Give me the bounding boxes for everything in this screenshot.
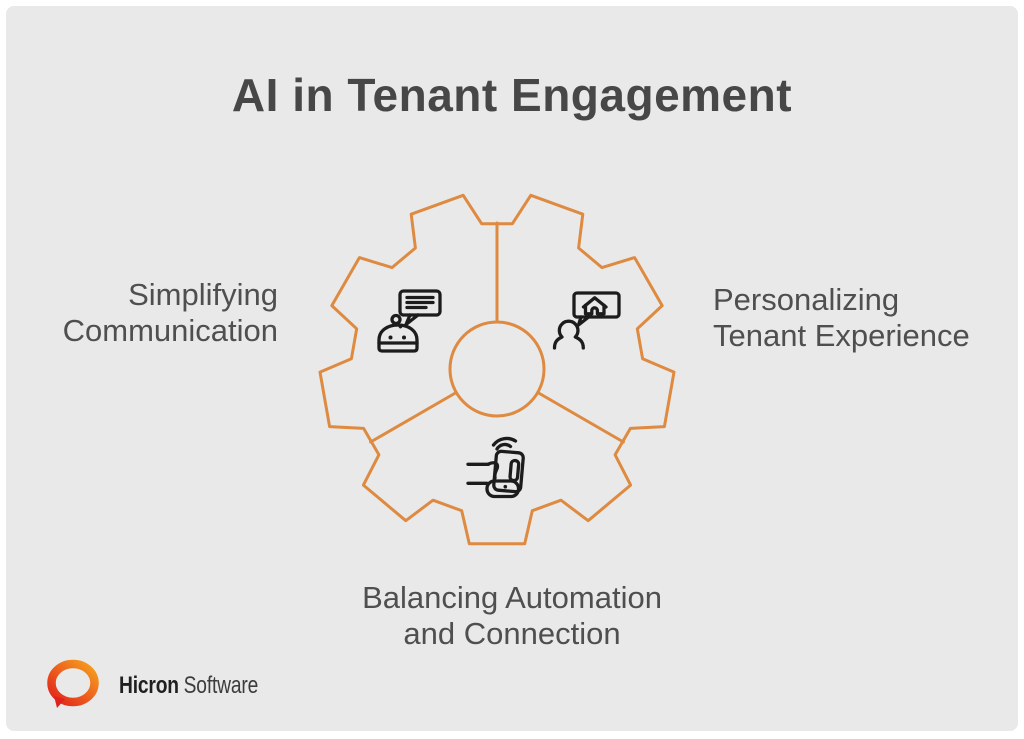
label-personalizing-tenant-experience: Personalizing Tenant Experience (713, 282, 970, 354)
robot-eye (402, 335, 406, 340)
label-line: Communication (62, 313, 278, 348)
divider-right (537, 391, 625, 444)
label-simplifying-communication: Simplifying Communication (63, 277, 278, 349)
brand-name-bold: Hicron (119, 671, 179, 699)
house-walls-door (583, 303, 606, 316)
home-bubble-tail (576, 315, 590, 327)
signal-arc-small (495, 442, 513, 451)
background-panel (6, 6, 1018, 731)
page-title: AI in Tenant Engagement (231, 69, 793, 121)
tenant-home-speech-icon (552, 291, 621, 350)
phone-alert-bar (508, 458, 521, 483)
hand-thumb (486, 461, 500, 480)
chat-bubble (398, 289, 442, 317)
brand-name-light: Software (183, 671, 259, 699)
hicron-speech-ring-logo-icon (47, 659, 99, 708)
hand-phone-signal-icon (466, 436, 525, 499)
gear-outline (318, 193, 676, 546)
chatbot-speech-icon (377, 289, 442, 353)
logo-tail (54, 696, 65, 708)
label-line: Simplifying (128, 277, 278, 312)
divider-left (369, 391, 457, 444)
label-balancing-automation-connection: Balancing Automation and Connection (0, 580, 1024, 652)
robot-head (377, 323, 419, 353)
gear-hub-circle (448, 320, 546, 418)
label-line: Personalizing (713, 282, 900, 317)
label-line: Tenant Experience (713, 318, 970, 353)
robot-eye (388, 335, 393, 340)
person-outline (552, 319, 585, 350)
home-bubble (572, 291, 621, 319)
hand-fingers (485, 479, 521, 499)
logo-ring (47, 659, 99, 707)
signal-arc-large (491, 436, 518, 447)
house-roof (581, 296, 608, 309)
phone-dot (503, 484, 508, 489)
label-line: Balancing Automation (362, 580, 662, 615)
label-line: and Connection (403, 616, 621, 651)
